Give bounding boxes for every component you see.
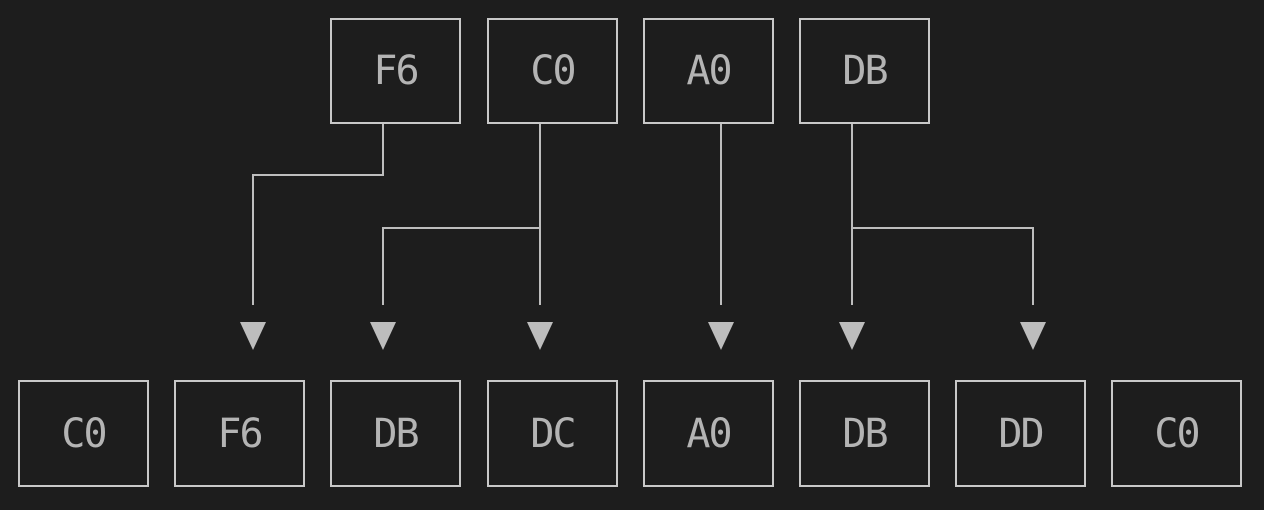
- bottom-node-6-label: DB: [842, 410, 888, 457]
- bottom-node-1-label: C0: [61, 410, 107, 457]
- edge-c0-dc-trunk-line: [539, 124, 541, 305]
- edge-db-dd-drop-line: [1032, 227, 1034, 305]
- bottom-node-7-dd: DD: [955, 380, 1086, 487]
- arrow-down-icon-dc: [527, 322, 553, 350]
- top-node-a0: A0: [643, 18, 774, 124]
- top-node-f6-label: F6: [373, 48, 419, 94]
- top-node-c0-label: C0: [530, 48, 576, 94]
- arrow-down-icon-db-left: [370, 322, 396, 350]
- bottom-node-4-label: DC: [530, 410, 576, 457]
- arrow-down-icon-a0: [708, 322, 734, 350]
- top-node-db: DB: [799, 18, 930, 124]
- bottom-node-1-c0: C0: [18, 380, 149, 487]
- top-node-a0-label: A0: [686, 48, 732, 94]
- edge-f6-f6-exit-line: [382, 124, 384, 175]
- bottom-node-2-label: F6: [217, 410, 263, 457]
- bottom-node-8-label: C0: [1154, 410, 1200, 457]
- arrow-down-icon-db-right: [839, 322, 865, 350]
- edge-f6-f6-drop-line: [252, 174, 254, 305]
- top-node-db-label: DB: [842, 48, 888, 94]
- bottom-node-5-label: A0: [686, 410, 732, 457]
- bottom-node-8-c0: C0: [1111, 380, 1242, 487]
- bottom-node-5-a0: A0: [643, 380, 774, 487]
- bottom-node-7-label: DD: [998, 410, 1044, 457]
- edge-c0-db-drop-line: [382, 227, 384, 305]
- edge-db-dd-branch-line: [851, 227, 1034, 229]
- bottom-node-3-label: DB: [373, 410, 419, 457]
- edge-f6-f6-jog-line: [252, 174, 384, 176]
- bottom-node-2-f6: F6: [174, 380, 305, 487]
- edge-c0-db-branch-line: [382, 227, 541, 229]
- top-node-c0: C0: [487, 18, 618, 124]
- edge-db-db-trunk-line: [851, 124, 853, 305]
- bottom-node-3-db: DB: [330, 380, 461, 487]
- bottom-node-6-db: DB: [799, 380, 930, 487]
- bottom-node-4-dc: DC: [487, 380, 618, 487]
- edge-a0-a0-line: [720, 124, 722, 305]
- arrow-down-icon-dd: [1020, 322, 1046, 350]
- top-node-f6: F6: [330, 18, 461, 124]
- arrow-down-icon-f6: [240, 322, 266, 350]
